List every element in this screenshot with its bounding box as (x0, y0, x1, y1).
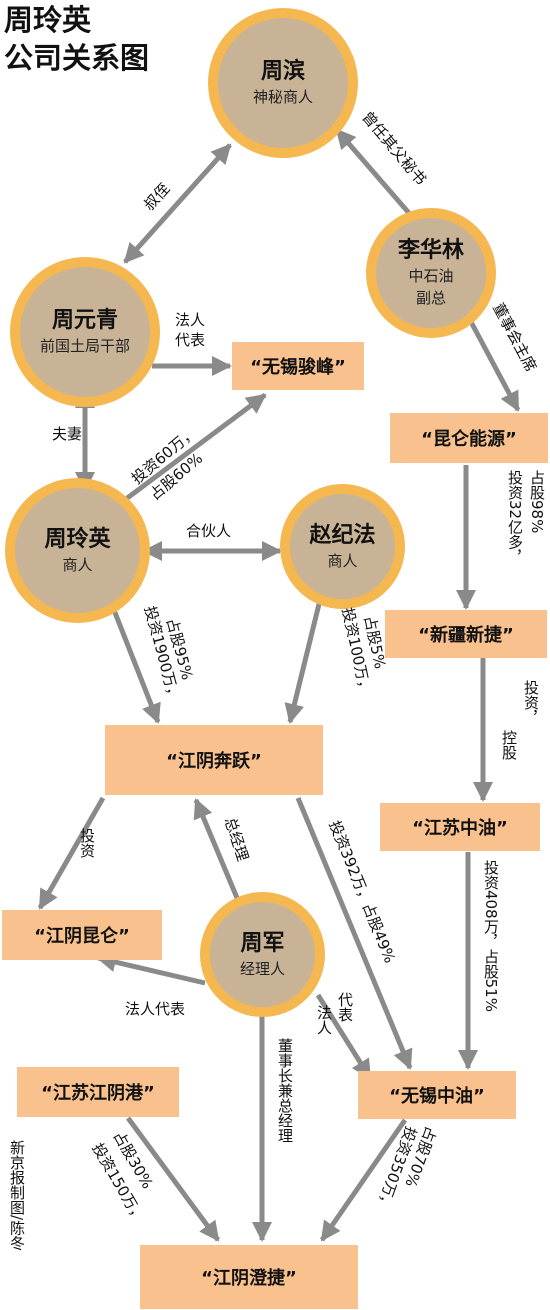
person-role: 前国土局干部 (39, 337, 130, 355)
label-benyue-kunlun: 投资 (78, 828, 96, 858)
label-kunlun-xinjie-1: 占股98% (528, 470, 546, 534)
label-faren-wuxi-1: 法人 (315, 1005, 333, 1035)
company-jiangsu-zhongyou: “江苏中油” (380, 803, 540, 851)
arrow-benyue-wuxi (295, 797, 413, 1070)
person-zhouyuanqing: 周元青 前国土局干部 (10, 257, 160, 407)
arrow-zly-benyue (109, 604, 161, 724)
arrow-invest-junfeng (116, 392, 267, 508)
label-faren-wuxi-2: 代表 (336, 992, 354, 1022)
person-name: 周玲英 (44, 526, 111, 552)
arrow-mishu (335, 128, 417, 222)
label-partner: 合伙人 (186, 522, 232, 540)
person-name: 周军 (240, 930, 285, 956)
person-name: 周滨 (260, 59, 305, 84)
arrow-faren-kunlun (96, 952, 206, 986)
diagram-title-line1: 周玲英 (4, 3, 92, 37)
company-xinjiang-xinjie: “新疆新捷” (385, 610, 547, 658)
arrow-faren-wuxi (315, 993, 373, 1080)
company-jiangyin-chengjie: “江阴澄捷” (140, 1245, 358, 1309)
label-kunlun-xinjie-2: 投资32亿多， (506, 470, 524, 565)
arrow-wuxi-chengjie (319, 1118, 408, 1242)
label-xinjie-jiangsu-1: 投资， (522, 680, 540, 725)
arrow-shuzhi (123, 143, 232, 264)
label-faren-junfeng-2: 代表 (175, 331, 206, 349)
arrow-zongjingli (193, 798, 243, 906)
arrow-benyue-kunlun (37, 796, 106, 910)
company-kunlun-energy: “昆仑能源” (390, 413, 548, 463)
label-faren-junfeng-1: 法人 (175, 311, 206, 329)
label-faren-kunlun: 法人代表 (125, 1000, 186, 1018)
credit: 新京报制图/陈冬 (8, 1140, 26, 1251)
person-role: 神秘商人 (252, 88, 313, 106)
arrow-gang-chengjie (125, 1116, 221, 1242)
company-jiangyin-benyue: “江阴奔跃” (105, 725, 323, 795)
person-lihualin: 李华林 中石油 副总 (366, 208, 496, 338)
person-name: 周元青 (51, 308, 118, 333)
person-name: 赵纪法 (309, 522, 376, 548)
diagram-title-line2: 公司关系图 (4, 41, 150, 75)
company-jiangsu-jiangyingang: “江苏江阴港” (17, 1067, 179, 1117)
person-role: 经理人 (239, 959, 285, 978)
person-role: 副总 (415, 289, 446, 307)
company-jiangyin-kunlun: “江阴昆仑” (2, 910, 162, 960)
person-role: 中石油 (408, 267, 454, 285)
person-role: 商人 (62, 555, 93, 574)
label-xinjie-jiangsu-2: 控股 (500, 730, 518, 760)
label-jiangsu-wuxi: 投资408万，占股51% (482, 860, 500, 1012)
person-zhoulingying: 周玲英 商人 (5, 478, 150, 623)
person-name: 李华林 (397, 238, 464, 263)
company-wuxi-junfeng: “无锡骏峰” (232, 342, 364, 390)
label-fuqi: 夫妻 (52, 425, 83, 443)
person-zhaojifa: 赵纪法 商人 (280, 484, 405, 609)
person-zhoubin: 周滨 神秘商人 (208, 8, 358, 158)
arrow-dongshihui (467, 318, 521, 412)
person-role: 商人 (327, 551, 358, 570)
arrow-zjf-benyue (284, 599, 323, 724)
person-zhoujun: 周军 经理人 (200, 892, 325, 1017)
label-dongshizhang: 董事长兼总经理 (276, 1038, 294, 1143)
company-wuxi-zhongyou: “无锡中油” (358, 1071, 516, 1119)
